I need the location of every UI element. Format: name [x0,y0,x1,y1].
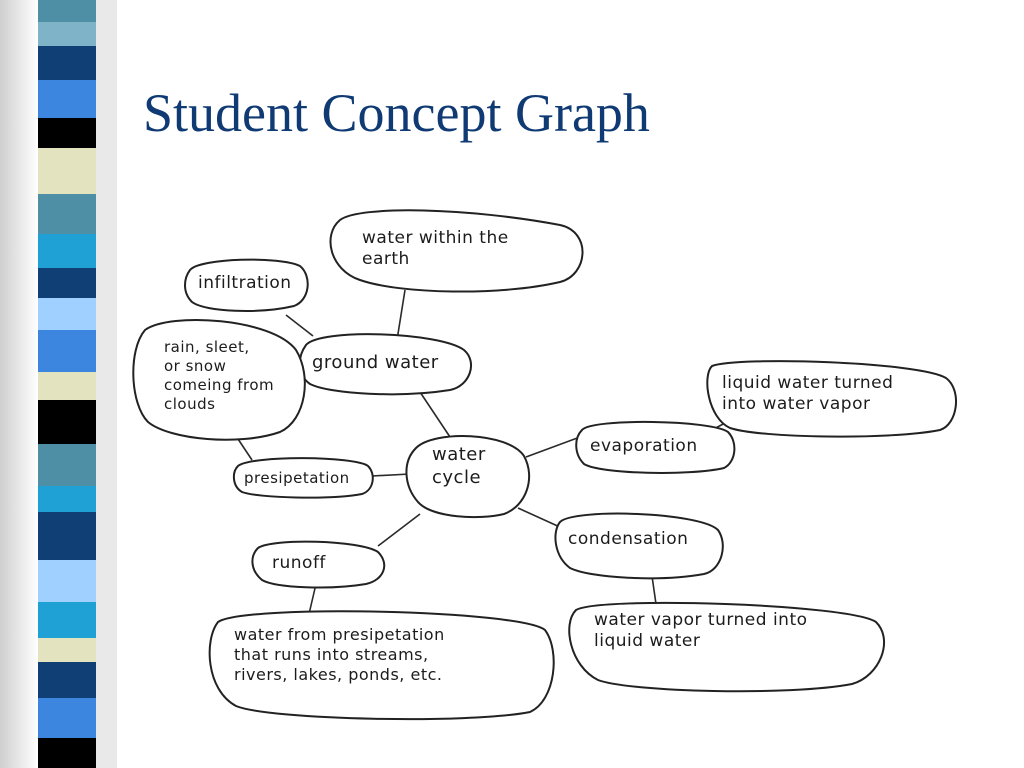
edge-condensation-to-desc [651,575,657,605]
stripe-shadow [0,0,38,768]
label-line: liquid water turned [722,373,893,393]
slide-title: Student Concept Graph [143,83,650,143]
stripe-block [38,372,96,400]
node-label: presipetation [244,469,350,487]
stripe-block [38,194,96,234]
label-line: rain, sleet, [164,338,250,356]
node-evaporation: evaporation [575,420,736,474]
stripe-block [38,602,96,638]
stripe-block [38,330,96,372]
edge-center-to-runoff [377,513,421,547]
stripe-block [38,698,96,738]
stripe-block [38,298,96,330]
node-condensation: condensation [554,512,724,580]
node-label: ground water [312,352,439,373]
edge-runoff-to-desc [308,583,317,615]
label-line: water vapor turned into [594,610,808,630]
stripe-block [38,0,96,22]
node-label: infiltration [198,273,292,293]
label-line: that runs into streams, [234,645,429,664]
node-label: evaporation [590,436,698,456]
label-line: into water vapor [722,394,870,414]
edge-center-to-condensation [517,507,563,529]
edge-ground-water-to-water-within-earth [396,289,406,341]
label-line: infiltration [198,273,292,293]
node-runoff: runoff [251,540,386,589]
edge-center-to-ground-water [419,391,453,441]
edge-center-to-evaporation [525,436,581,458]
edge-ground-water-to-infiltration [285,314,314,337]
stripe-blocks [38,0,96,768]
stripe-block [38,400,96,444]
label-line: liquid water [594,631,700,651]
stripe-block [38,560,96,602]
decorative-stripe-bar [0,0,117,768]
stripe-block [38,512,96,560]
node-infiltration: infiltration [184,258,309,312]
node-ground-water: ground water [298,333,473,396]
label-line: presipetation [244,469,350,487]
label-line: rivers, lakes, ponds, etc. [234,665,442,684]
label-line: water [432,444,486,465]
label-line: condensation [568,529,688,549]
label-line: water from presipetation [234,625,445,644]
stripe-block [38,638,96,662]
label-line: clouds [164,395,215,413]
stripe-block [38,738,96,768]
label-line: ground water [312,352,439,373]
label-line: or snow [164,357,226,375]
label-line: evaporation [590,436,698,456]
stripe-block [38,46,96,80]
stripe-block [38,148,96,194]
label-line: earth [362,249,410,269]
node-presipetation: presipetation [232,457,374,499]
stripe-block [38,662,96,698]
label-line: runoff [272,553,326,573]
edge-center-to-presipetation [371,473,411,477]
stripe-block [38,234,96,268]
stripe-block [38,444,96,486]
node-label: runoff [272,553,326,573]
label-line: comeing from [164,376,274,394]
stripe-block [38,486,96,512]
label-line: water within the [362,228,509,248]
label-line: cycle [432,467,481,488]
stripe-block [38,22,96,46]
stripe-block [38,268,96,298]
stripe-block [38,80,96,118]
stripe-edge-shadow [95,0,117,768]
stripe-block [38,118,96,148]
node-label: condensation [568,529,688,549]
